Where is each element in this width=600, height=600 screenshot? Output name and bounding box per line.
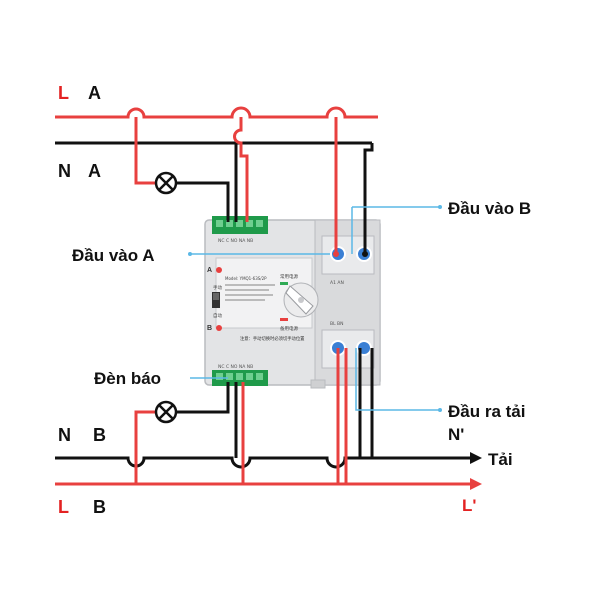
label-l-b-letter: L	[58, 497, 69, 517]
wire-main-na	[363, 143, 374, 254]
wire-lamp-b-live	[134, 410, 155, 484]
source-a-green-bar	[280, 282, 288, 285]
wires	[55, 106, 470, 486]
wire-l-a	[55, 106, 378, 119]
top-terminal-screw-3	[236, 220, 243, 227]
leader-output-dot	[438, 408, 442, 412]
right-top-codes: A1 AN	[330, 280, 344, 286]
bottom-terminal-screw-5	[256, 373, 263, 380]
label-input-a: Đầu vào A	[72, 246, 155, 265]
label-output: Đầu ra tải	[448, 402, 525, 421]
top-terminal-codes: NC C NO NA NB	[218, 238, 253, 244]
label-l-a-letter: L	[58, 83, 69, 103]
bottom-terminal-screw-1	[216, 373, 223, 380]
notice-text: 注意：手动切换时必须切手动位置	[240, 335, 305, 342]
source-a-text: 常用电源	[280, 273, 298, 280]
ats-device: NC C NO NA NB NC C NO NA NB A B 手动 自动 Mo…	[204, 216, 381, 389]
model-text: Model: YMQ1-63S/2P	[225, 276, 267, 281]
bottom-terminal-codes: NC C NO NA NB	[218, 364, 253, 370]
label-n-prime: N'	[448, 425, 464, 444]
auto-label: 自动	[213, 312, 222, 319]
wire-lamp-a-return	[177, 181, 230, 222]
bottom-terminal-screw-3	[236, 373, 243, 380]
leader-output	[355, 348, 440, 411]
source-b-text: 备用电源	[280, 325, 298, 332]
contact-a1	[333, 251, 339, 257]
label-load: Tải	[488, 450, 513, 469]
label-l-b-name: B	[93, 497, 106, 517]
indicator-dot-b	[216, 325, 222, 331]
right-bottom-codes: BL BN	[330, 321, 343, 327]
label-indicator: Đèn báo	[94, 369, 161, 388]
label-l-a-name: A	[88, 83, 101, 103]
lamp-a-icon	[154, 171, 178, 195]
label-n-b-name: B	[93, 425, 106, 445]
label-n-b-letter: N	[58, 425, 71, 445]
top-terminal-screw-2	[226, 220, 233, 227]
bottom-terminal-screw-4	[246, 373, 253, 380]
device-marker-b: B	[207, 325, 212, 332]
lamp-b-icon	[154, 400, 178, 424]
spec-line-2	[225, 289, 269, 291]
arrow-load-l	[470, 478, 482, 490]
manual-label: 手动	[213, 284, 222, 291]
device-foot	[310, 379, 326, 389]
label-n-a-letter: N	[58, 161, 71, 181]
arrow-load-n	[470, 452, 482, 464]
spec-line-3	[225, 294, 273, 296]
top-terminal-screw-1	[216, 220, 223, 227]
indicator-dot-a	[216, 267, 222, 273]
rotary-handle-hub	[298, 297, 304, 303]
spec-line-1	[225, 284, 275, 286]
top-terminal-screw-5	[256, 220, 263, 227]
wire-ctrl-la	[233, 117, 249, 222]
bottom-terminal-screw-2	[226, 373, 233, 380]
leader-input-b-dot	[438, 205, 442, 209]
wire-n-b	[55, 456, 470, 469]
label-input-b: Đầu vào B	[448, 199, 531, 218]
mode-switch-knob	[213, 293, 219, 300]
device-marker-a: A	[207, 267, 212, 274]
label-n-a-name: A	[88, 161, 101, 181]
wire-lamp-b-return	[177, 382, 230, 414]
top-terminal-screw-4	[246, 220, 253, 227]
label-l-prime: L'	[462, 496, 476, 515]
contact-an	[362, 251, 368, 257]
leader-input-a-dot	[188, 252, 192, 256]
spec-line-4	[225, 299, 265, 301]
wire-lamp-a-live	[134, 117, 155, 185]
leader-lines	[190, 206, 440, 411]
source-b-red-bar	[280, 318, 288, 321]
